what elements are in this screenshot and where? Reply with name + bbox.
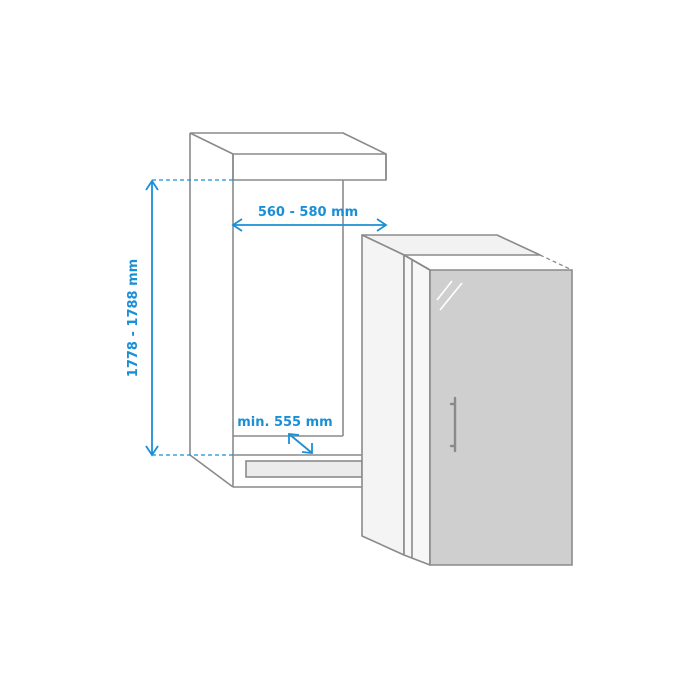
niche-outer-shell — [189, 132, 387, 488]
niche-cabinet — [189, 132, 387, 488]
height-arrow-bottom — [145, 445, 159, 457]
fridge-side — [361, 234, 405, 556]
fridge-back-hidden-edge — [539, 254, 573, 271]
fridge-door — [429, 269, 573, 566]
width-arrow-left — [231, 218, 243, 232]
height-dimension: 1778 - 1788 mm — [126, 179, 233, 457]
depth-dimension: min. 555 mm — [237, 415, 333, 454]
depth-label: min. 555 mm — [237, 415, 332, 430]
door-handle — [449, 396, 457, 453]
niche-floor — [233, 454, 362, 488]
height-label: 1778 - 1788 mm — [126, 259, 141, 377]
depth-dimension-line — [288, 433, 313, 454]
fridge-frame — [403, 254, 431, 566]
fridge-door-top-edge — [403, 254, 431, 271]
plinth-vent — [245, 460, 363, 478]
depth-arrow-start — [288, 433, 300, 444]
height-arrow-top — [145, 179, 159, 191]
niche-top-board — [232, 153, 387, 181]
width-arrow-right — [376, 218, 388, 232]
depth-arrow-end — [301, 443, 313, 454]
width-dimension: 560 - 580 mm — [231, 205, 388, 232]
refrigerator — [361, 234, 573, 566]
door-reflection — [436, 280, 463, 311]
width-label: 560 - 580 mm — [258, 205, 358, 220]
